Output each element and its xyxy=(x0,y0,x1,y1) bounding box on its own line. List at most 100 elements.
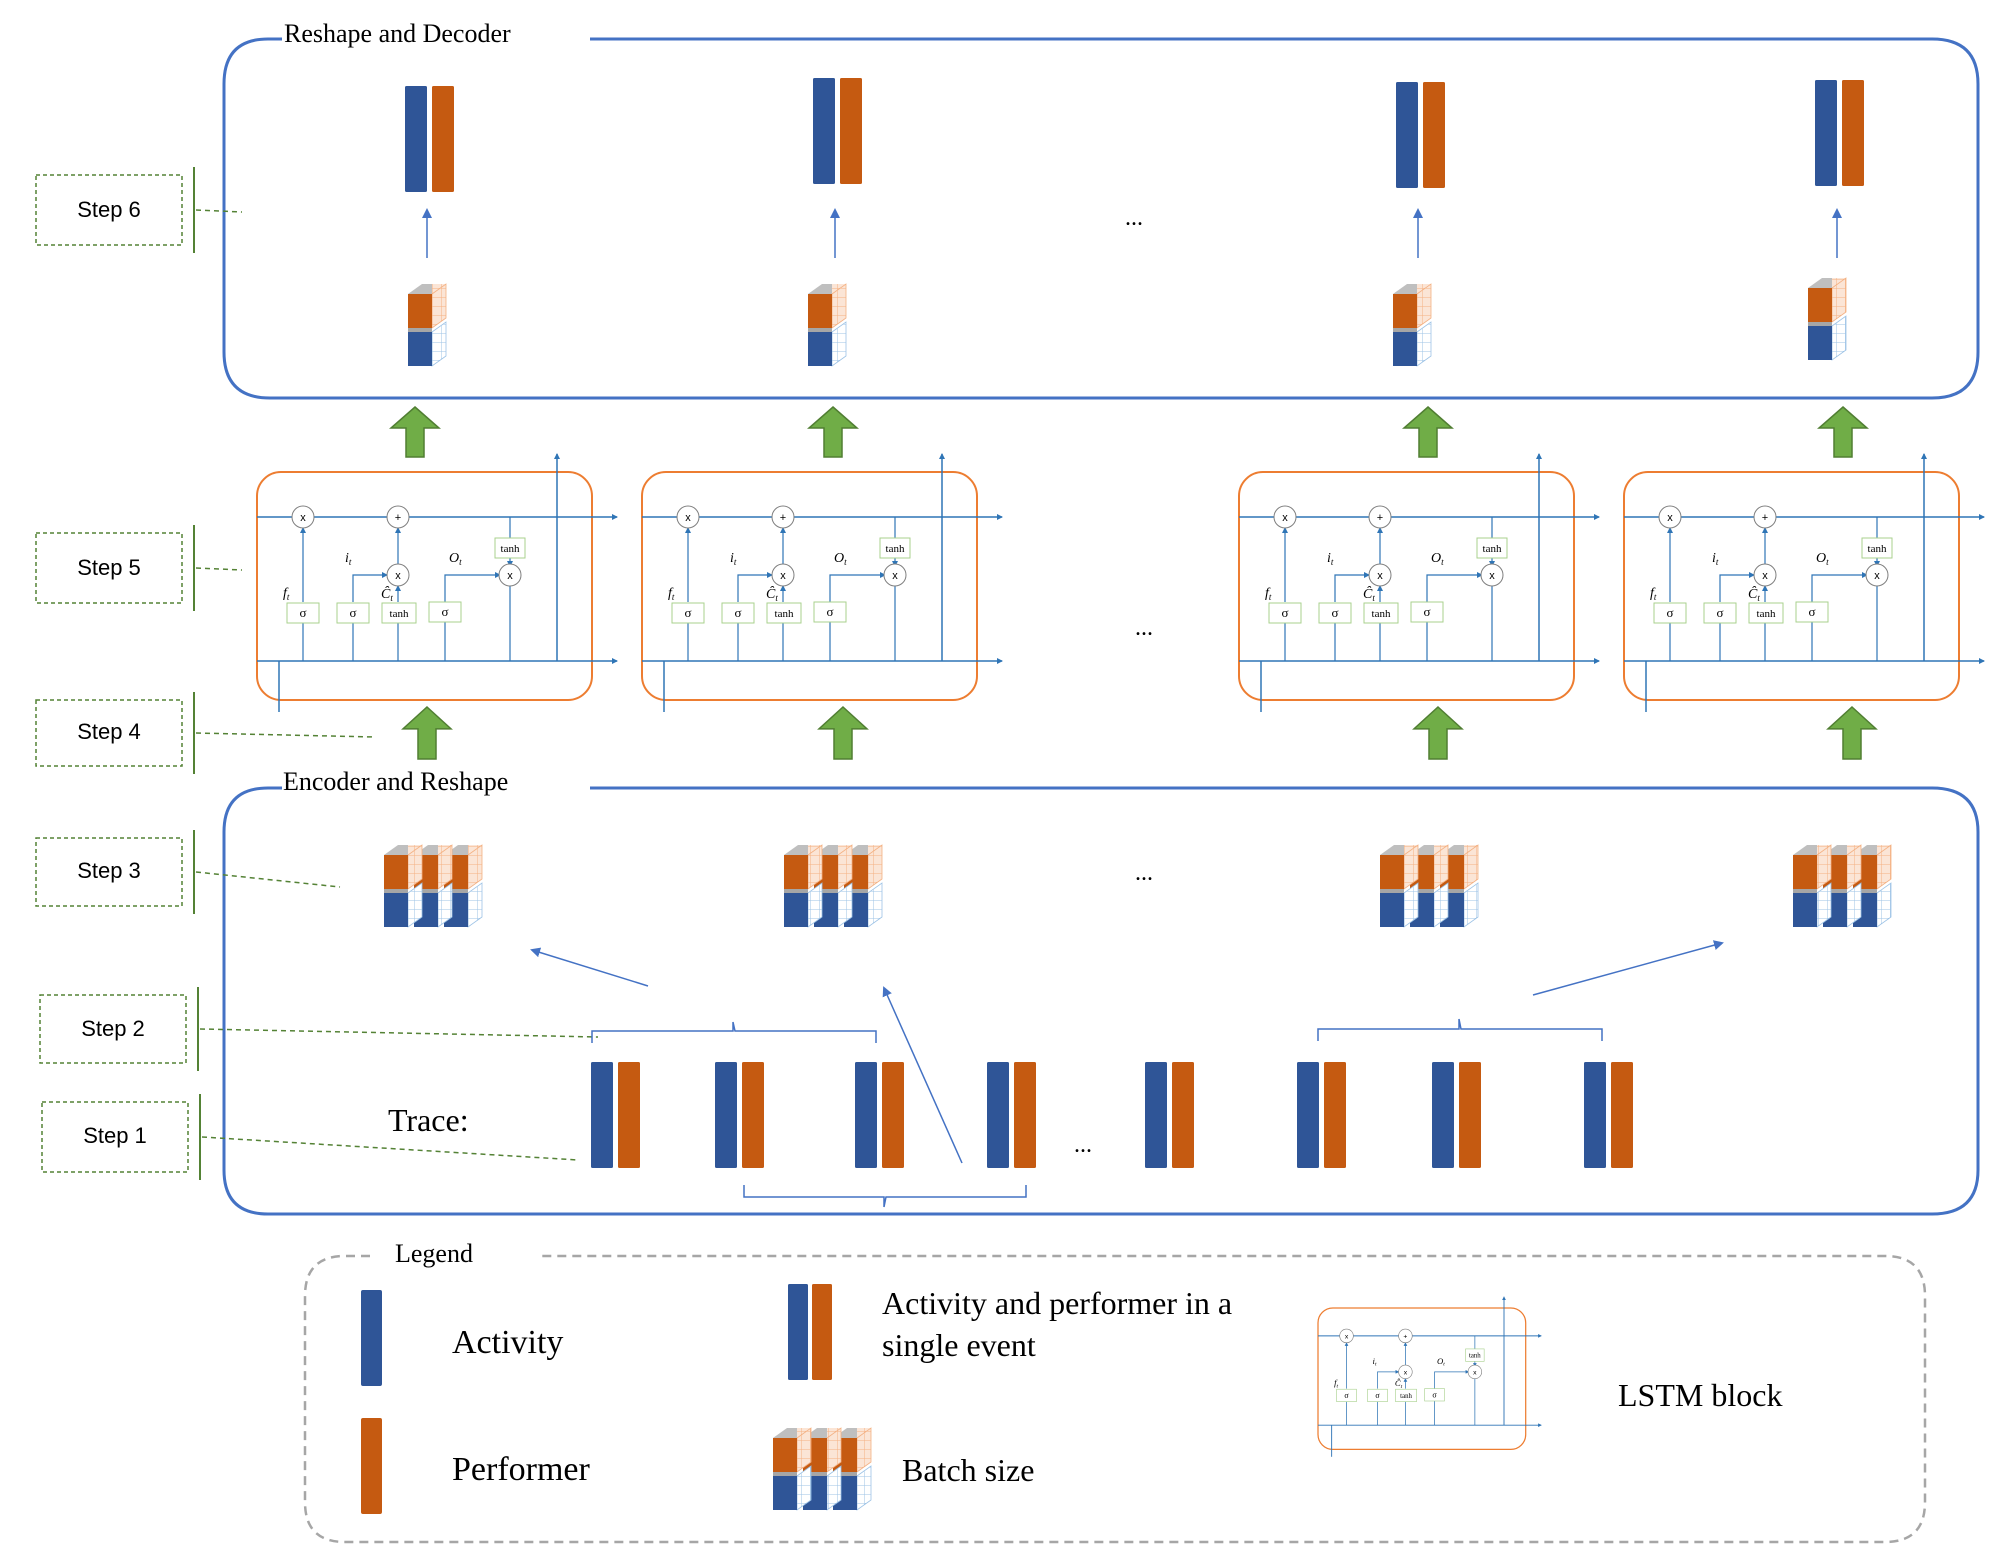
step-box xyxy=(35,699,183,767)
it-label-sub: t xyxy=(349,557,352,567)
operator-symbol: x xyxy=(507,570,513,582)
tensor-cube xyxy=(773,1427,812,1511)
cube-divider xyxy=(1823,889,1847,893)
cube-side-face-blue xyxy=(1416,321,1432,367)
input-path xyxy=(352,572,388,602)
operator-symbol: x xyxy=(395,570,401,582)
activity-bar xyxy=(591,1062,613,1168)
trace-events xyxy=(591,1062,1633,1168)
cube-front-orange xyxy=(784,855,808,889)
decoder-output xyxy=(405,86,454,367)
performer-bar xyxy=(1324,1062,1346,1168)
forget-gate-label: σ xyxy=(684,605,691,620)
legend-event-line2: single event xyxy=(882,1327,1036,1363)
tensor-cube xyxy=(1393,283,1432,367)
input-gate-label: σ xyxy=(349,605,356,620)
operator-symbol: x xyxy=(1404,1369,1408,1376)
it-label-sub: t xyxy=(1716,557,1719,567)
candidate-tanh-label: tanh xyxy=(1372,608,1391,620)
output-gate-path xyxy=(1811,572,1868,602)
activity-bar xyxy=(788,1284,808,1380)
activity-bar xyxy=(405,86,427,192)
ot-label: Ot xyxy=(1437,1356,1445,1368)
candidate-tanh-label: tanh xyxy=(1757,608,1776,620)
batch-cubes xyxy=(1380,844,1479,928)
forget-gate xyxy=(1268,602,1302,624)
encoder-batches xyxy=(384,844,1892,928)
cube-divider xyxy=(1410,889,1434,893)
operator-symbol: + xyxy=(1403,1333,1407,1340)
batch-cubes xyxy=(384,844,483,928)
trace-event xyxy=(715,1062,764,1168)
lstm-frame xyxy=(256,471,593,701)
decoder-outputs xyxy=(405,78,1864,367)
operator-circle xyxy=(1398,1328,1413,1344)
cube-divider xyxy=(384,889,408,893)
forget-gate-label: σ xyxy=(1344,1391,1349,1400)
decoded-event xyxy=(1815,80,1864,186)
lstm-frame xyxy=(641,471,978,701)
cube-side-face-blue xyxy=(831,321,847,367)
input-gate xyxy=(1703,602,1737,624)
green-up-arrow xyxy=(389,406,441,458)
step-connector xyxy=(195,732,376,738)
step-label: Step 6 xyxy=(35,167,243,253)
output-gate xyxy=(428,601,462,623)
step-label: Step 2 xyxy=(39,987,599,1071)
step-text: Step 1 xyxy=(83,1123,147,1148)
cube-divider xyxy=(1793,889,1817,893)
encoder-title: Encoder and Reshape xyxy=(283,767,508,796)
input-gate xyxy=(1367,1388,1388,1402)
ft-label-sub: t xyxy=(287,592,290,602)
activity-bar xyxy=(1432,1062,1454,1168)
activity-bar xyxy=(1145,1062,1167,1168)
candidate-tanh xyxy=(381,602,417,624)
output-gate-label: σ xyxy=(826,604,833,619)
operator-circle xyxy=(1368,505,1392,529)
candidate-tanh xyxy=(1363,602,1399,624)
step-connector xyxy=(195,871,341,888)
trace-braces xyxy=(591,1018,1603,1208)
cube-front-orange xyxy=(773,1438,797,1472)
operator-symbol: x xyxy=(1874,570,1880,582)
cube-side-face-blue xyxy=(431,321,447,367)
ct-label-sub: t xyxy=(1757,593,1760,603)
forget-gate-label: σ xyxy=(1281,605,1288,620)
step-label: Step 4 xyxy=(35,692,376,774)
operator-circle xyxy=(676,505,700,529)
activity-bar xyxy=(813,78,835,184)
candidate-tanh-label: tanh xyxy=(1400,1393,1412,1400)
cube-divider xyxy=(844,889,868,893)
activity-bar xyxy=(855,1062,877,1168)
tensor-cube xyxy=(1808,277,1847,361)
forget-gate xyxy=(1336,1388,1357,1402)
activity-bar xyxy=(1815,80,1837,186)
tensor-cube xyxy=(408,283,447,367)
ft-label: ft xyxy=(1265,586,1272,602)
operator-symbol: x xyxy=(1489,570,1495,582)
cell-tanh xyxy=(494,537,526,559)
decoder-title: Reshape and Decoder xyxy=(284,19,511,48)
legend-activity-label: Activity xyxy=(452,1324,563,1361)
ot-label-sub: t xyxy=(1441,557,1444,567)
step-text: Step 2 xyxy=(81,1016,145,1041)
operator-circle xyxy=(1467,1364,1482,1379)
input-gate xyxy=(336,602,370,624)
batch-ellipsis: ... xyxy=(1135,860,1153,886)
output-gate-label: σ xyxy=(1423,604,1430,619)
decoded-event xyxy=(1396,82,1445,188)
cell-tanh xyxy=(1476,537,1508,559)
cube-front-blue xyxy=(808,332,832,366)
operator-circle xyxy=(771,505,795,529)
ft-label-sub: t xyxy=(1337,1383,1339,1389)
decoded-event xyxy=(813,78,862,184)
it-label-sub: t xyxy=(734,557,737,567)
step-label: Step 5 xyxy=(35,525,243,611)
it-label-sub: t xyxy=(1375,1362,1377,1368)
output-gate-path xyxy=(1434,1370,1470,1389)
cube-front-blue xyxy=(408,332,432,366)
cube-side-face-blue xyxy=(1463,882,1479,928)
